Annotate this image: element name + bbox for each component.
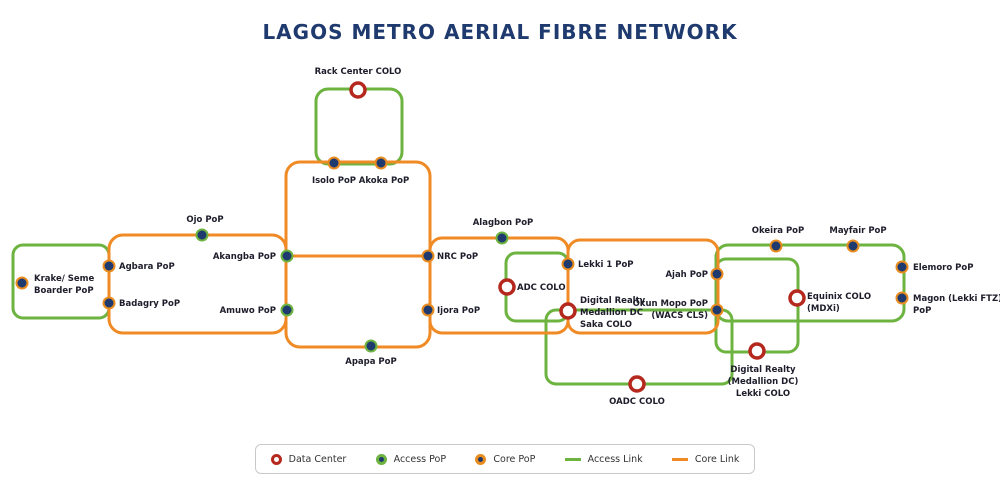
label-ojo: Ojo PoP [186, 215, 223, 225]
core-pop-agbara[interactable] [102, 259, 116, 273]
legend-item-access-pop: Access PoP [375, 453, 447, 465]
label-okun-line-2: (WACS CLS) [651, 311, 708, 321]
node-labels: Rack Center COLO Isolo PoP Akoka PoP Ojo… [34, 67, 1000, 407]
data-center-swatch-icon [270, 453, 282, 465]
core-link-ojo-loop [107, 233, 288, 335]
label-akoka: Akoka PoP [359, 176, 410, 186]
label-akangba: Akangba PoP [213, 252, 276, 262]
label-saka-line-2: Medallion DC [580, 308, 643, 318]
label-oadc: OADC COLO [609, 397, 665, 407]
core-pop-swatch-icon [475, 453, 487, 465]
label-ajah: Ajah PoP [665, 270, 708, 280]
diagram-title: LAGOS METRO AERIAL FIBRE NETWORK [262, 20, 738, 44]
access-pop-amuwo[interactable] [280, 303, 294, 317]
data-center-adc[interactable] [498, 278, 516, 296]
data-center-digital-realty-lekki[interactable] [748, 342, 766, 360]
legend-item-access-link: Access Link [564, 453, 643, 465]
legend-label-core-pop: Core PoP [493, 453, 536, 465]
core-pop-nrc[interactable] [421, 249, 435, 263]
label-amuwo: Amuwo PoP [220, 306, 276, 316]
label-alagbon: Alagbon PoP [473, 218, 534, 228]
core-link-swatch-icon [671, 457, 688, 461]
legend-label-access-link: Access Link [587, 453, 643, 465]
label-mayfair: Mayfair PoP [829, 226, 886, 236]
access-link-swatch-icon [564, 457, 581, 461]
legend-item-core-link: Core Link [671, 453, 740, 465]
access-pop-akangba[interactable] [280, 249, 294, 263]
core-pop-isolo[interactable] [327, 156, 341, 170]
label-krake-line-1: Krake/ Seme [34, 274, 95, 284]
label-nrc: NRC PoP [437, 252, 478, 262]
access-link-rack-center-loop [314, 87, 404, 166]
label-dr-lekki-line-1: Digital Realty [730, 365, 796, 375]
access-pop-alagbon[interactable] [495, 231, 509, 245]
core-pop-ajah[interactable] [710, 267, 724, 281]
access-link-equinix-loop [714, 257, 800, 354]
label-saka-line-3: Saka COLO [580, 320, 632, 330]
legend: Data Center Access PoP Core PoP Access L… [255, 444, 755, 474]
data-center-oadc[interactable] [628, 375, 646, 393]
label-isolo: Isolo PoP [312, 176, 356, 186]
access-pop-apapa[interactable] [364, 339, 378, 353]
legend-label-core-link: Core Link [694, 453, 740, 465]
label-okun-line-1: Okun Mopo PoP [633, 299, 708, 309]
label-elemoro: Elemoro PoP [913, 263, 973, 273]
label-dr-lekki-line-3: Lekki COLO [736, 389, 790, 399]
core-pop-krake[interactable] [15, 276, 29, 290]
legend-item-core-pop: Core PoP [475, 453, 536, 465]
core-pop-ijora[interactable] [421, 303, 435, 317]
core-link-lekki-loop [566, 238, 720, 335]
data-center-equinix[interactable] [788, 289, 806, 307]
label-agbara: Agbara PoP [119, 262, 175, 272]
label-ijora: Ijora PoP [437, 306, 480, 316]
legend-item-data-center: Data Center [270, 453, 347, 465]
core-pop-okeira[interactable] [769, 239, 783, 253]
core-pop-badagry[interactable] [102, 296, 116, 310]
label-equinix-line-2: (MDXi) [807, 304, 840, 314]
label-krake-line-2: Boarder PoP [34, 286, 94, 296]
label-okeira: Okeira PoP [752, 226, 805, 236]
label-rack-center: Rack Center COLO [315, 67, 402, 77]
label-magon-line-2: PoP [913, 306, 931, 316]
data-center-digital-realty-saka[interactable] [559, 302, 577, 320]
core-pop-okun-mopo[interactable] [710, 303, 724, 317]
label-adc: ADC COLO [517, 283, 566, 293]
label-dr-lekki-line-2: (Medallion DC) [728, 377, 799, 387]
legend-label-access-pop: Access PoP [393, 453, 447, 465]
core-pop-mayfair[interactable] [846, 239, 860, 253]
access-link-oadc-loop [544, 308, 734, 386]
core-pop-elemoro[interactable] [895, 260, 909, 274]
core-pop-lekki1[interactable] [561, 257, 575, 271]
access-link-magon-loop [714, 243, 906, 323]
nodes [15, 81, 909, 393]
data-center-rack-center[interactable] [349, 81, 367, 99]
label-lekki1: Lekki 1 PoP [578, 260, 634, 270]
label-apapa: Apapa PoP [345, 357, 396, 367]
label-badagry: Badagry PoP [119, 299, 180, 309]
label-magon-line-1: Magon (Lekki FTZ) [913, 294, 1000, 304]
label-equinix-line-1: Equinix COLO [807, 292, 871, 302]
legend-label-data-center: Data Center [288, 453, 347, 465]
core-pop-akoka[interactable] [374, 156, 388, 170]
access-pop-swatch-icon [375, 453, 387, 465]
access-pop-ojo[interactable] [195, 228, 209, 242]
label-saka-line-1: Digital Realty [580, 296, 646, 306]
core-pop-magon[interactable] [895, 291, 909, 305]
